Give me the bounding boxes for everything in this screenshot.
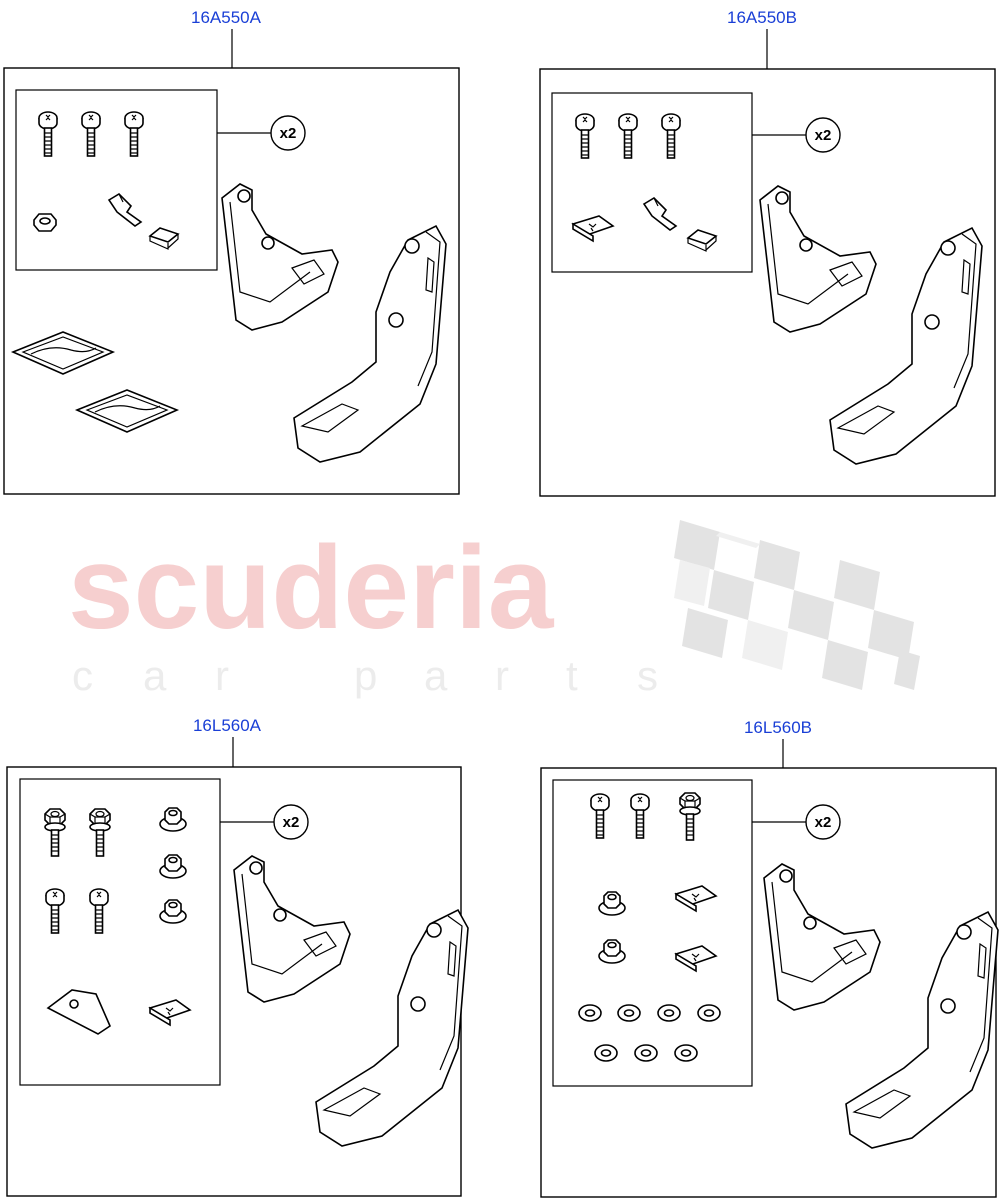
panel-16A550B: 16A550B x2 (539, 8, 996, 497)
panel-16A550A: 16A550A x2 (3, 8, 460, 495)
adhesive-sachet (76, 389, 178, 433)
fixings-box (15, 89, 218, 271)
panel-frame (540, 767, 997, 1198)
quantity-badge: x2 (273, 804, 309, 840)
washer (594, 1044, 618, 1062)
screw (661, 113, 681, 159)
flange-nut (159, 899, 187, 924)
fixings-box (551, 92, 753, 273)
flange-nut (159, 854, 187, 879)
quantity-badge: x2 (805, 804, 841, 840)
washer (697, 1004, 721, 1022)
checkered-flag-icon (674, 520, 920, 690)
hex-screw (89, 808, 111, 857)
fixings-box (19, 778, 221, 1086)
part-code[interactable]: 16A550A (191, 8, 262, 27)
watermark-brand: scuderia (68, 522, 555, 654)
adhesive-sachet (12, 331, 114, 375)
screw (575, 113, 595, 159)
spring-clip (675, 945, 717, 972)
part-code[interactable]: 16L560B (744, 718, 812, 737)
panel-frame (539, 68, 996, 497)
nut (33, 213, 57, 232)
mudflap-front (233, 855, 351, 1003)
panel-16L560A: 16L560A x2 (6, 716, 469, 1197)
quantity-badge: x2 (805, 117, 841, 153)
svg-text:x2: x2 (815, 127, 832, 144)
clip (643, 197, 677, 231)
screw (81, 111, 101, 157)
flange-nut (598, 939, 626, 964)
washer (578, 1004, 602, 1022)
washer (657, 1004, 681, 1022)
mudflap-front (221, 183, 339, 331)
bracket-plate (46, 989, 112, 1035)
screw (89, 888, 109, 934)
square-clip (687, 229, 717, 252)
screw (45, 888, 65, 934)
panel-frame (6, 766, 462, 1197)
svg-text:x2: x2 (280, 125, 297, 142)
screw (618, 113, 638, 159)
clip (108, 193, 142, 227)
square-clip (149, 227, 179, 250)
hex-screw (679, 792, 701, 841)
screw (124, 111, 144, 157)
washer (617, 1004, 641, 1022)
mudflap-front (759, 185, 877, 333)
washer (634, 1044, 658, 1062)
flange-nut (598, 891, 626, 916)
washer (674, 1044, 698, 1062)
part-code[interactable]: 16L560A (193, 716, 262, 735)
mudflap-front (763, 863, 881, 1011)
panel-16L560B: 16L560B x2 (540, 718, 999, 1198)
spring-clip (675, 885, 717, 912)
screw (590, 793, 610, 839)
fixings-box (552, 779, 753, 1087)
quantity-badge: x2 (270, 115, 306, 151)
screw (630, 793, 650, 839)
part-code[interactable]: 16A550B (727, 8, 797, 27)
svg-text:x2: x2 (815, 814, 832, 831)
spring-clip (572, 215, 614, 242)
svg-text:x2: x2 (283, 814, 300, 831)
flange-nut (159, 807, 187, 832)
screw (38, 111, 58, 157)
spring-clip (149, 999, 191, 1026)
panel-frame (3, 67, 460, 495)
hex-screw (44, 808, 66, 857)
